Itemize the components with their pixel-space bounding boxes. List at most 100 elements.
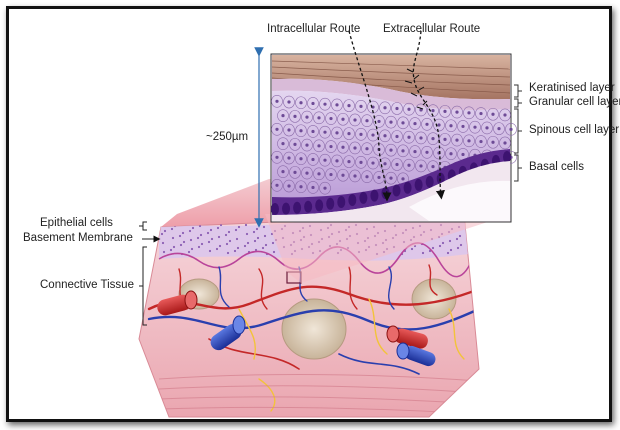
cell-nucleus (305, 116, 308, 119)
cell-nucleus (275, 100, 278, 103)
basal-cell (337, 196, 345, 208)
epithelial-dot (264, 235, 266, 237)
epithelial-dot (459, 235, 461, 237)
epithelial-dot (238, 226, 240, 228)
cell-nucleus (275, 184, 278, 187)
cell-nucleus (299, 185, 302, 188)
basal-cell (415, 179, 423, 191)
epithelial-dot (263, 226, 265, 228)
cell-nucleus (341, 174, 344, 177)
gland (282, 299, 346, 359)
cell-nucleus (383, 162, 386, 165)
basal-cell (381, 187, 389, 199)
cell-nucleus (305, 172, 308, 175)
basal-cell (426, 176, 434, 188)
cell-nucleus (311, 130, 314, 133)
cell-nucleus (395, 107, 398, 110)
epithelial-dot (192, 227, 194, 229)
epithelial-dot (200, 234, 202, 236)
epithelial-dot (257, 237, 259, 239)
cell-nucleus (347, 160, 350, 163)
cell-nucleus (335, 103, 338, 106)
cell-nucleus (425, 123, 428, 126)
cell-nucleus (371, 161, 374, 164)
cell-nucleus (431, 137, 434, 140)
basal-cell (271, 203, 279, 215)
connective-tissue-label: Connective Tissue (40, 280, 134, 292)
epithelial-dot (198, 246, 200, 248)
epithelial-dot (411, 248, 413, 250)
cell-nucleus (287, 100, 290, 103)
epithelial-dot (450, 249, 452, 251)
epithelial-dot (190, 239, 192, 241)
epithelial-dot (171, 228, 173, 230)
cell-nucleus (275, 128, 278, 131)
cell-nucleus (287, 184, 290, 187)
epithelial-dot (207, 232, 209, 234)
basal-cell (348, 194, 356, 206)
cell-nucleus (311, 186, 314, 189)
epithelial-dot (209, 250, 211, 252)
cell-nucleus (437, 123, 440, 126)
cell-nucleus (407, 164, 410, 167)
cell-nucleus (305, 144, 308, 147)
cell-nucleus (449, 152, 452, 155)
cell-nucleus (449, 124, 452, 127)
epithelial-dot (188, 251, 190, 253)
epithelial-dot (447, 252, 449, 254)
basal-cell (404, 182, 412, 194)
cell-nucleus (293, 115, 296, 118)
cell-nucleus (431, 165, 434, 168)
epithelial-dot (254, 240, 256, 242)
epithelial-dot (236, 238, 238, 240)
cell-nucleus (317, 144, 320, 147)
cell-nucleus (365, 147, 368, 150)
epithelial-dot (191, 248, 193, 250)
cell-nucleus (275, 156, 278, 159)
epithelial-dot (460, 244, 462, 246)
epithelial-dot (442, 242, 444, 244)
epithelial-dot (228, 231, 230, 233)
cell-nucleus (293, 143, 296, 146)
cell-nucleus (497, 127, 500, 130)
cell-nucleus (401, 121, 404, 124)
epithelial-dot (272, 242, 274, 244)
cell-nucleus (353, 174, 356, 177)
cell-nucleus (503, 141, 506, 144)
epithelial-dot (256, 228, 258, 230)
cell-nucleus (407, 136, 410, 139)
epithelial-dot (225, 234, 227, 236)
cell-nucleus (365, 175, 368, 178)
cell-nucleus (467, 111, 470, 114)
epithelial-dot (182, 232, 184, 234)
epithelial-dot (183, 241, 185, 243)
basal-cell (326, 198, 334, 210)
cell-nucleus (401, 177, 404, 180)
cell-nucleus (509, 128, 512, 131)
cell-nucleus (323, 131, 326, 134)
epithelium-inset (271, 31, 517, 222)
cell-nucleus (329, 173, 332, 176)
cell-nucleus (491, 141, 494, 144)
cell-nucleus (455, 111, 458, 114)
cell-nucleus (359, 161, 362, 164)
cell-nucleus (335, 159, 338, 162)
cell-nucleus (323, 187, 326, 190)
epithelial-dot (216, 248, 218, 250)
epithelial-dot (201, 243, 203, 245)
epithelial-dot (457, 247, 459, 249)
cell-nucleus (479, 140, 482, 143)
epithelial-dot (218, 236, 220, 238)
cell-nucleus (371, 133, 374, 136)
basal-cell (359, 192, 367, 204)
basal-cell (370, 190, 378, 202)
cell-nucleus (383, 134, 386, 137)
cell-nucleus (431, 109, 434, 112)
cell-nucleus (353, 118, 356, 121)
figure-frame: Intracellular Route Extracellular Route … (6, 6, 612, 422)
cell-nucleus (443, 110, 446, 113)
cell-nucleus (401, 149, 404, 152)
epithelial-dot (262, 247, 264, 249)
cell-nucleus (287, 156, 290, 159)
cell-nucleus (347, 132, 350, 135)
